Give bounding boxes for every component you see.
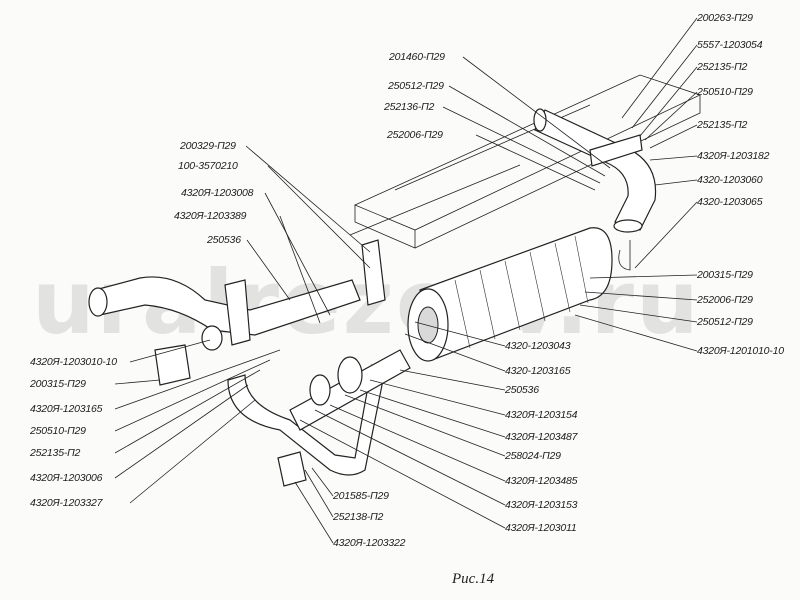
callout-label: 4320Я-1203153 <box>505 499 578 511</box>
callout-label: 5557-1203054 <box>697 39 763 51</box>
callout-label: 252006-П29 <box>386 129 443 141</box>
callout-label: 4320Я-1203008 <box>181 187 254 199</box>
callout-label: 4320Я-1203322 <box>333 537 406 549</box>
callout-label: 4320Я-1201010-10 <box>697 345 784 357</box>
muffler <box>407 227 613 362</box>
callout-label: 200329-П29 <box>179 140 236 152</box>
callout-label: 4320Я-1203010-10 <box>30 356 117 368</box>
callout-label: 4320Я-1203389 <box>174 210 247 222</box>
callout-label: 4320Я-1203165 <box>30 403 103 415</box>
callout-label: 250510-П29 <box>696 86 753 98</box>
callout-label: 4320Я-1203485 <box>505 475 578 487</box>
callout-label: 200263-П29 <box>696 12 753 24</box>
callout-label: 200315-П29 <box>29 378 86 390</box>
callout-label: 250510-П29 <box>29 425 86 437</box>
callout-label: 4320Я-1203182 <box>697 150 770 162</box>
callout-label: 200315-П29 <box>696 269 753 281</box>
callout-label: 201460-П29 <box>388 51 445 63</box>
callout-label: 100-3570210 <box>178 160 238 172</box>
callout-label: 258024-П29 <box>504 450 561 462</box>
callout-label: 201585-П29 <box>332 490 389 502</box>
callout-label: 250536 <box>206 234 241 246</box>
callout-label: 252138-П2 <box>332 511 384 523</box>
callout-label: 4320Я-1203006 <box>30 472 103 484</box>
callout-label: 252135-П2 <box>696 61 748 73</box>
tail-pipe <box>533 108 657 271</box>
callout-label: 4320Я-1203011 <box>505 522 577 534</box>
callout-labels: 200263-П29 5557-1203054 252135-П2 250510… <box>29 12 784 549</box>
callout-label: 4320-1203060 <box>697 174 763 186</box>
callout-label: 250512-П29 <box>696 316 753 328</box>
callout-label: 252135-П2 <box>696 119 748 131</box>
leader-lines <box>114 17 698 544</box>
callout-label: 250512-П29 <box>387 80 444 92</box>
callout-label: 252136-П2 <box>383 101 435 113</box>
callout-label: 4320-1203065 <box>697 196 763 208</box>
callout-label: 4320Я-1203487 <box>505 431 579 443</box>
callout-label: 252006-П29 <box>696 294 753 306</box>
callout-label: 4320-1203043 <box>505 340 571 352</box>
callout-label: 250536 <box>504 384 539 396</box>
figure-caption: Рис.14 <box>451 571 495 587</box>
callout-label: 4320Я-1203327 <box>30 497 104 509</box>
callout-label: 4320-1203165 <box>505 365 571 377</box>
lower-pipe-loop <box>227 349 411 476</box>
callout-label: 252135-П2 <box>29 447 81 459</box>
callout-label: 4320Я-1203154 <box>505 409 578 421</box>
brackets <box>154 134 643 487</box>
